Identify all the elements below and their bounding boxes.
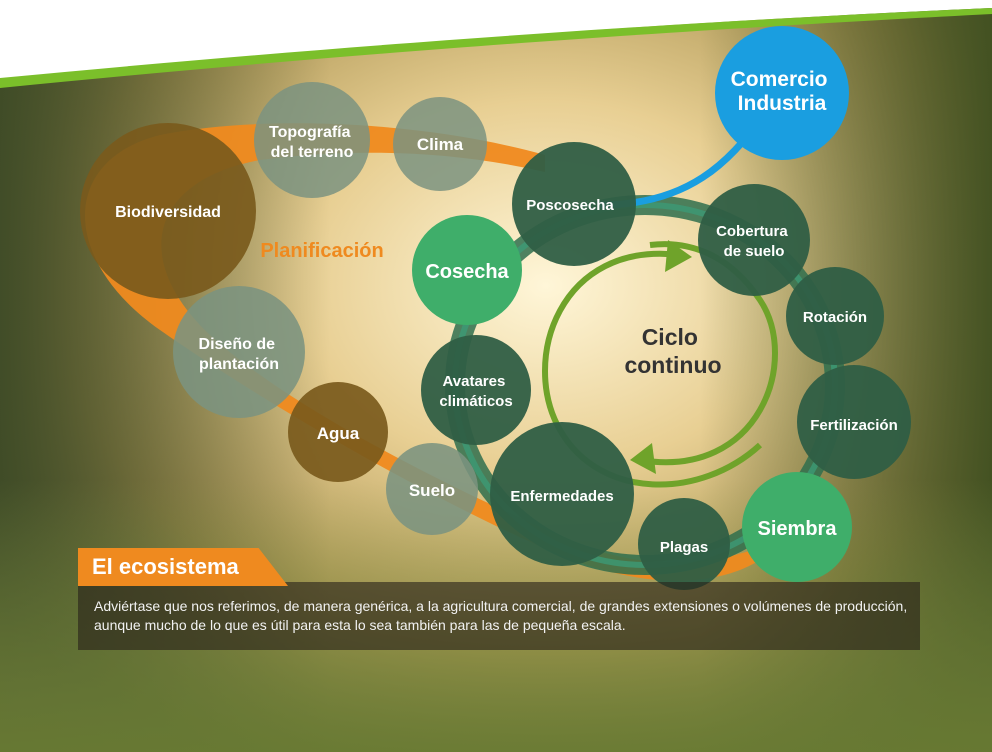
caption-panel: [78, 582, 920, 650]
node-poscosecha-label: Poscosecha: [526, 197, 614, 214]
node-topografia-label: Topografía del terreno: [269, 124, 355, 161]
node-clima-label: Clima: [417, 135, 464, 154]
node-plagas-label: Plagas: [660, 539, 708, 556]
node-suelo-label: Suelo: [409, 481, 455, 500]
planning-label: Planificación: [260, 240, 383, 262]
cycle-label: Ciclo continuo: [624, 324, 721, 378]
node-enfermedades-label: Enfermedades: [510, 488, 613, 505]
caption-text: Adviértase que nos referimos, de manera …: [94, 598, 908, 633]
node-rotacion-label: Rotación: [803, 309, 867, 326]
node-comercio-label: Comercio Industria: [731, 68, 834, 115]
node-avatares-label: Avatares climáticos: [439, 373, 512, 410]
node-diseno-label: Diseño de plantación: [199, 336, 280, 373]
node-agua-label: Agua: [317, 424, 360, 443]
node-cobertura-label: Cobertura de suelo: [716, 223, 792, 260]
nodes: [80, 26, 911, 590]
node-siembra-label: Siembra: [758, 518, 838, 540]
node-fertilizacion-label: Fertilización: [810, 417, 898, 434]
caption-title: El ecosistema: [78, 548, 288, 586]
node-biodiversidad-label: Biodiversidad: [115, 204, 221, 221]
node-cosecha-label: Cosecha: [425, 261, 509, 283]
